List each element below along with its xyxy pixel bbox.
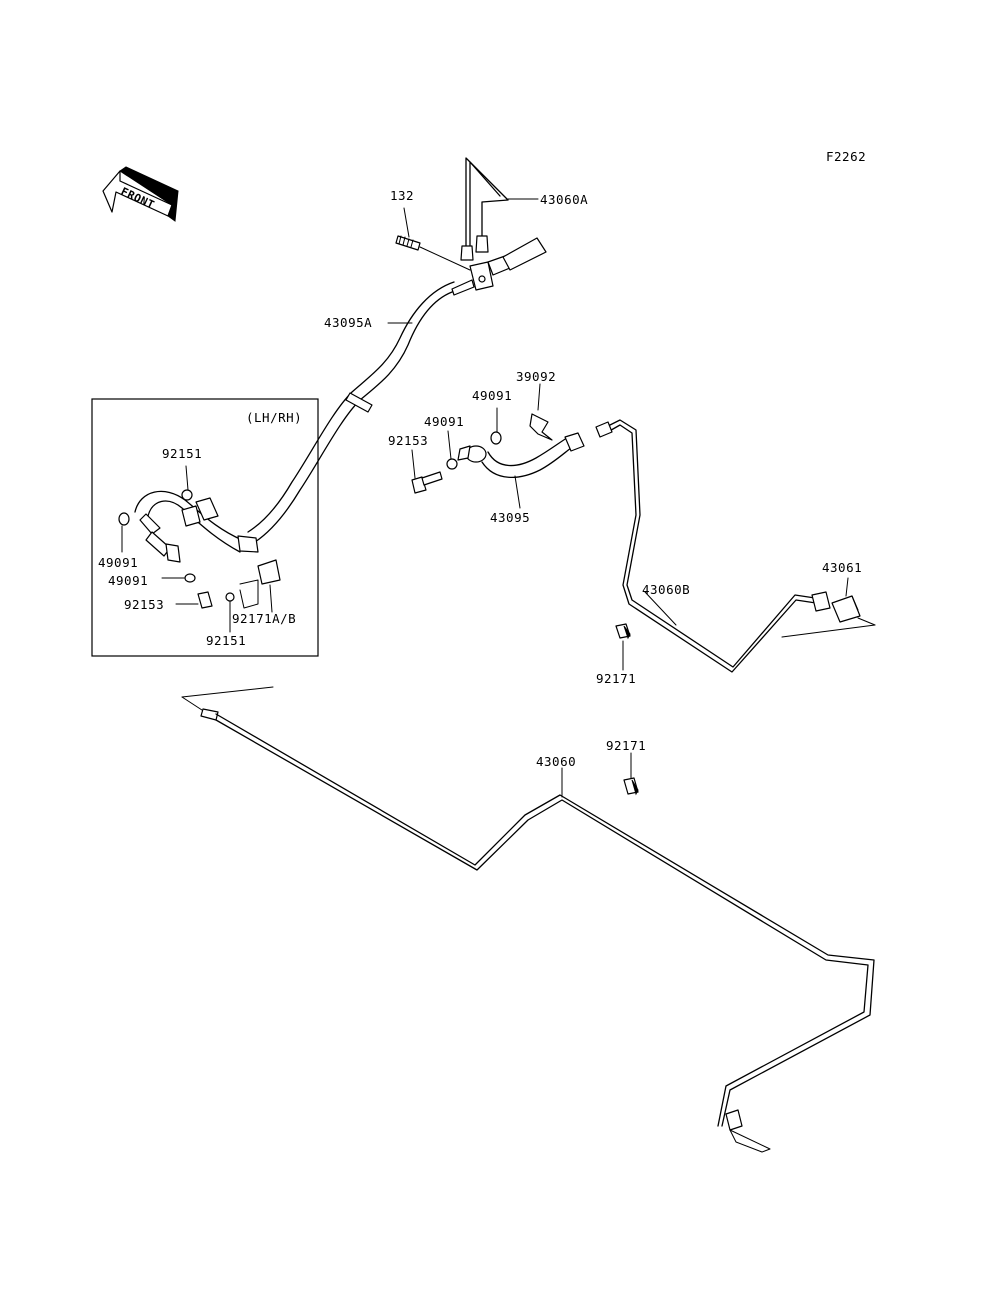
inset-box	[91, 398, 319, 657]
label-inset-49091-b: 49091	[108, 573, 148, 588]
washer-49091-upper	[490, 431, 502, 445]
label-43060A: 43060A	[540, 192, 588, 207]
bolt-132	[395, 235, 421, 251]
inset-washer-a	[118, 512, 130, 526]
label-49091-upper: 49091	[472, 388, 512, 403]
inset-label: (LH/RH)	[246, 410, 302, 425]
label-43095: 43095	[490, 510, 530, 525]
diagram-code: F2262	[826, 149, 866, 164]
joint-block	[451, 237, 547, 296]
label-inset-92151-top: 92151	[162, 446, 202, 461]
label-43061: 43061	[822, 560, 862, 575]
label-inset-49091-a: 49091	[98, 555, 138, 570]
clip-92171-mid	[615, 623, 631, 640]
pipe-43060B	[595, 419, 817, 673]
inset-bolt-92153	[197, 591, 213, 609]
label-92171-mid: 92171	[596, 671, 636, 686]
label-43060: 43060	[536, 754, 576, 769]
inset-bracket	[181, 489, 219, 521]
label-inset-92171AB: 92171A/B	[232, 611, 296, 626]
inset-clip-92171AB	[239, 559, 281, 609]
joint-43061	[811, 591, 861, 623]
washer-49091-mid	[446, 458, 458, 470]
label-43060B: 43060B	[642, 582, 690, 597]
pipe-43060	[200, 708, 875, 1153]
label-92171-low: 92171	[606, 738, 646, 753]
hose-43095	[457, 432, 585, 479]
front-arrow-icon: FRONT	[102, 166, 179, 222]
clip-92171-low	[623, 777, 639, 796]
inset-hose	[134, 490, 259, 563]
label-43095A: 43095A	[324, 315, 372, 330]
hose-43095A	[247, 281, 455, 543]
clip-39092	[529, 413, 553, 441]
inset-washer-b	[184, 573, 196, 583]
inset-bolt-92151-bottom	[225, 592, 235, 602]
pipe-43060A	[460, 157, 509, 261]
label-inset-92151-bottom: 92151	[206, 633, 246, 648]
label-92153-mid: 92153	[388, 433, 428, 448]
label-132: 132	[390, 188, 414, 203]
label-39092: 39092	[516, 369, 556, 384]
label-49091-mid: 49091	[424, 414, 464, 429]
bolt-92153-mid	[411, 471, 443, 494]
label-inset-92153: 92153	[124, 597, 164, 612]
